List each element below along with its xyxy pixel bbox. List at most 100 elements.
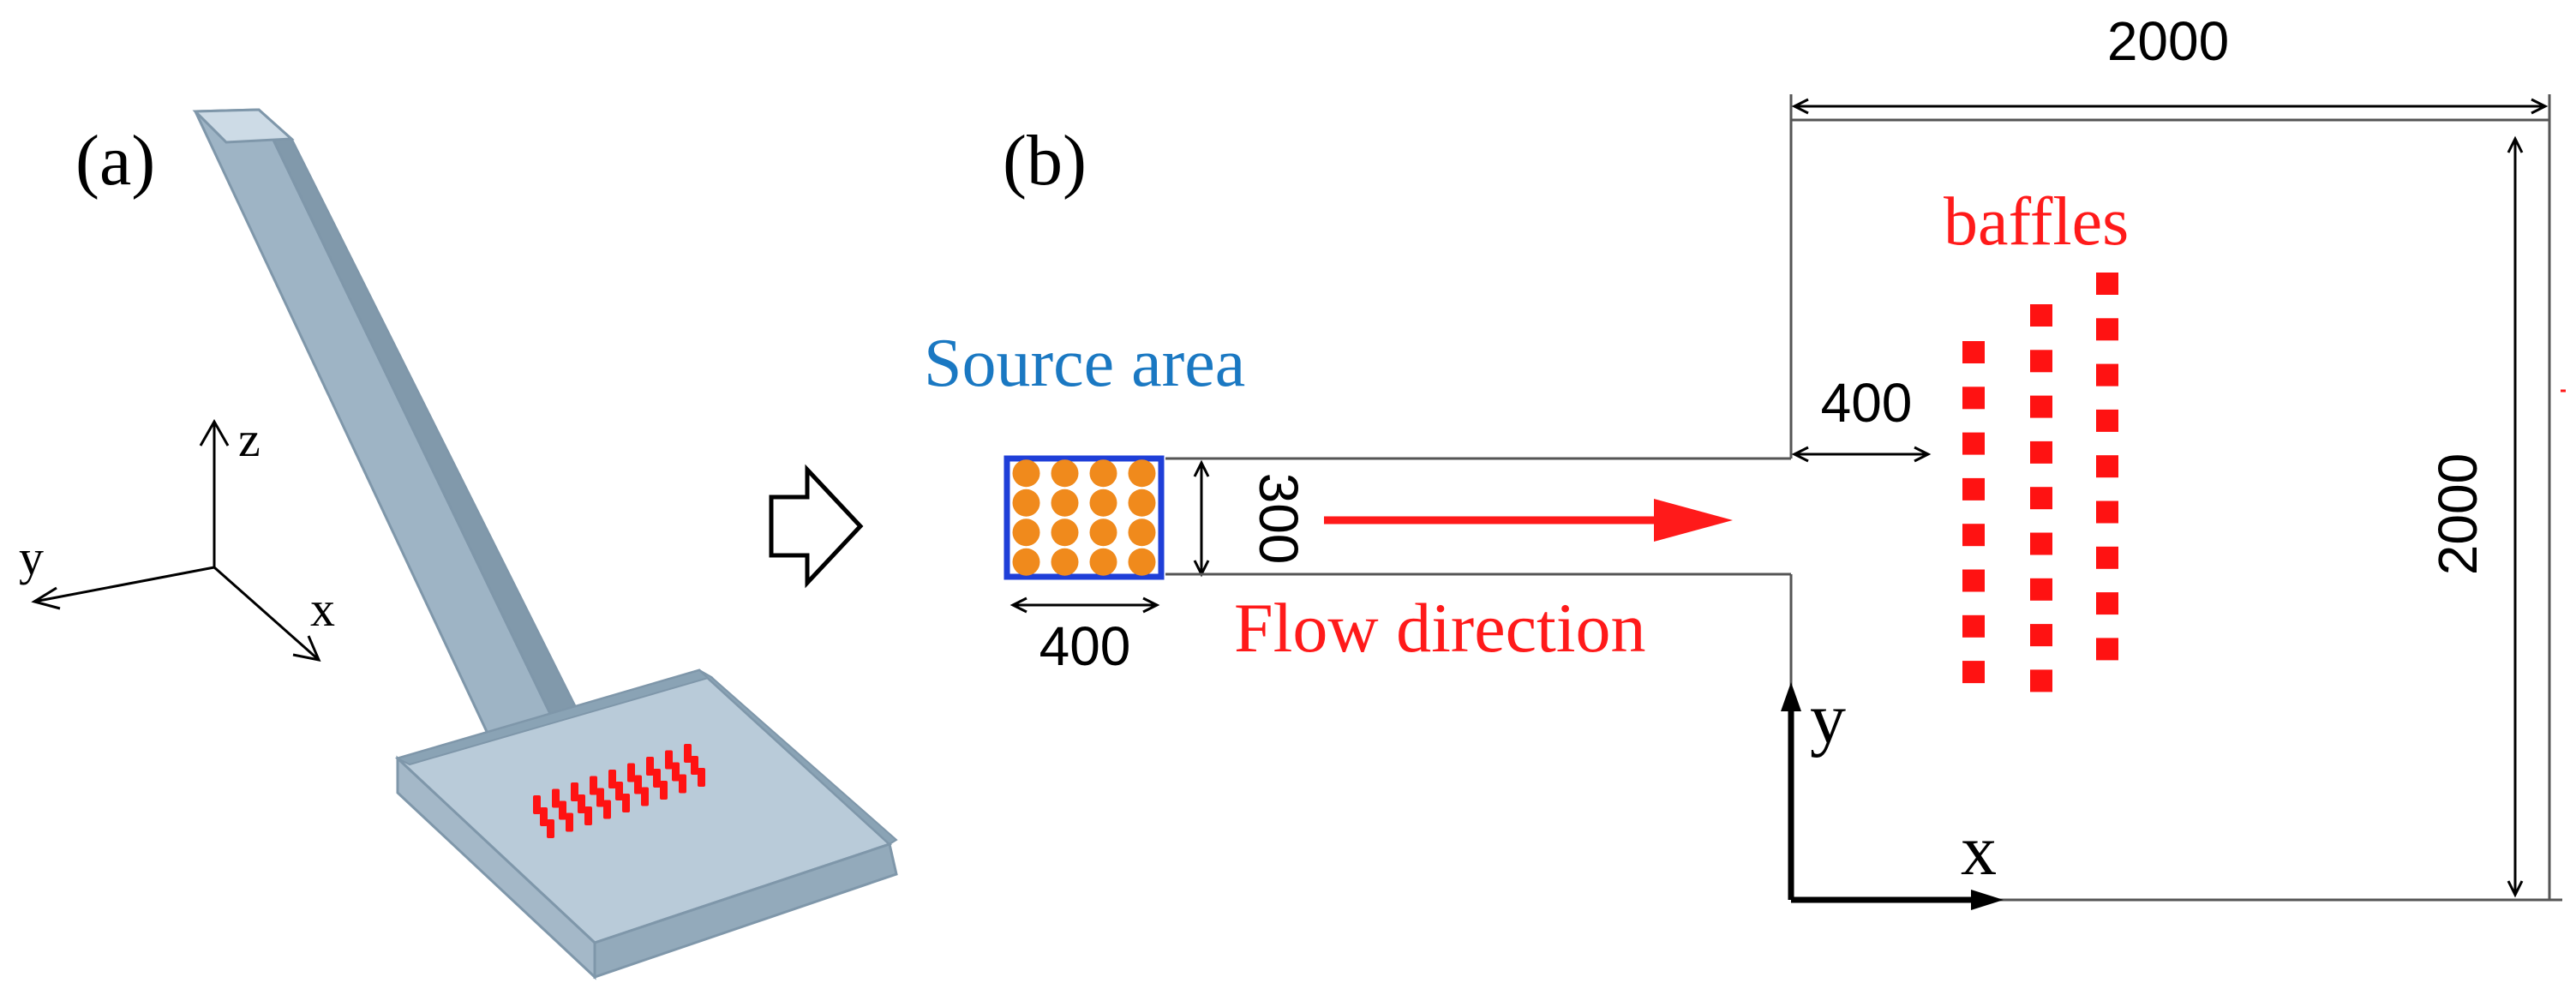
- axes-2d: [1781, 682, 2004, 910]
- source-width-dim-arrow-right: [1142, 596, 1160, 614]
- transition-arrow-icon: [769, 464, 864, 589]
- baffle-3d: [665, 750, 673, 770]
- domain-width-dimension: [1791, 98, 2549, 115]
- baffles-label: baffles: [1944, 184, 2129, 260]
- baffle-3d: [684, 744, 692, 763]
- baffle-3d: [533, 795, 541, 814]
- axis-3d-z-label: z: [238, 411, 261, 467]
- inlet-offset-dim-arrow-left: [1791, 446, 1809, 463]
- baffle: [1962, 524, 1985, 547]
- source-dot: [1089, 459, 1117, 488]
- baffle-3d: [578, 794, 585, 813]
- domain-height-dim-arrow-top: [2507, 135, 2524, 153]
- flume-top-opening: [192, 108, 295, 144]
- source-dot: [1128, 459, 1156, 488]
- source-area-title: Source area: [924, 326, 1245, 401]
- inlet-offset-dimension: [1791, 446, 1932, 463]
- baffles-3d: [533, 744, 705, 838]
- axis-3d-x-line: [213, 566, 320, 662]
- baffle: [1962, 432, 1985, 455]
- source-width-dim-arrow-left: [1009, 596, 1027, 614]
- source-dot: [1012, 518, 1040, 547]
- basin-right-wall: [698, 669, 898, 846]
- domain-width-label: 2000: [2107, 10, 2229, 72]
- domain-width-dim-arrow-left: [1791, 98, 1809, 115]
- baffle-3d: [603, 800, 611, 819]
- axis-3d-x-label: x: [310, 581, 335, 637]
- baffle: [1962, 614, 1985, 638]
- axis-3d-z-arrowhead: [199, 418, 230, 447]
- baffle-3d: [596, 788, 604, 807]
- basin-front-right-wall: [593, 842, 898, 980]
- baffle: [2096, 409, 2118, 432]
- baffle-3d: [540, 807, 548, 826]
- domain-height-dim-arrow-bottom: [2507, 880, 2524, 898]
- baffle: [2030, 624, 2052, 647]
- inclined-flume: [192, 108, 594, 766]
- baffle: [2030, 578, 2052, 601]
- baffle-3d: [559, 800, 566, 820]
- baffle-3d: [634, 775, 642, 794]
- inlet-offset-label: 400: [1821, 372, 1913, 434]
- baffle-3d: [584, 806, 592, 825]
- baffle-3d: [691, 756, 698, 775]
- baffle: [2096, 546, 2118, 569]
- baffle: [1962, 387, 1985, 410]
- baffle: [2096, 273, 2118, 295]
- baffle: [2030, 350, 2052, 373]
- axes-3d: [31, 418, 321, 662]
- source-dimension-lines: [1009, 459, 1210, 614]
- panel-b-label: (b): [1003, 121, 1087, 201]
- baffle-3d: [627, 763, 635, 782]
- baffle: [1962, 661, 1985, 684]
- baffle-3d: [566, 812, 573, 832]
- baffle: [2096, 363, 2118, 387]
- basin: [395, 668, 898, 980]
- source-height-label: 300: [1248, 473, 1309, 565]
- source-dot: [1051, 489, 1079, 517]
- baffle: [1962, 569, 1985, 592]
- axis-2d-y-label: y: [1810, 679, 1846, 758]
- baffle: [2096, 638, 2118, 661]
- source-width-label: 400: [1039, 615, 1131, 677]
- axis-2d-x-arrowhead: [1971, 890, 2004, 910]
- domain-height-dimension: [2507, 135, 2524, 898]
- channel-walls: [1165, 457, 1791, 576]
- source-dot: [1128, 489, 1156, 517]
- baffle-3d: [552, 788, 560, 808]
- source-dot: [1128, 548, 1156, 576]
- source-height-dim-arrow-top: [1193, 459, 1210, 477]
- source-area-grid: [1012, 459, 1156, 576]
- baffle-3d: [653, 769, 661, 788]
- baffle: [2096, 318, 2118, 341]
- baffle: [1962, 341, 1985, 363]
- source-dot: [1089, 518, 1117, 547]
- baffle: [2030, 669, 2052, 692]
- baffle: [2030, 395, 2052, 418]
- flow-arrow-head: [1654, 499, 1733, 542]
- inlet-offset-dim-arrow-right: [1914, 446, 1932, 463]
- source-dot: [1012, 489, 1040, 517]
- baffle: [2096, 592, 2118, 615]
- baffle: [2030, 304, 2052, 327]
- source-dot: [1012, 459, 1040, 488]
- source-dot: [1051, 459, 1079, 488]
- baffle-3d: [679, 774, 686, 794]
- domain-height-label: 2000: [2427, 453, 2489, 575]
- flow-arrow: [1324, 499, 1733, 542]
- domain-width-dim-arrow-right: [2531, 98, 2549, 115]
- flow-direction-label: Flow direction: [1234, 589, 1646, 667]
- axis-3d-x-arrowhead: [292, 635, 321, 662]
- baffle: [2096, 455, 2118, 478]
- baffle-3d: [660, 781, 668, 800]
- baffle: [1962, 477, 1985, 500]
- source-dot: [1051, 518, 1079, 547]
- axis-3d-y-arrowhead: [31, 586, 61, 610]
- axis-2d-y-arrowhead: [1781, 682, 1801, 711]
- baffles-2d: [1962, 273, 2118, 692]
- baffle: [2096, 500, 2118, 524]
- baffle-3d: [615, 782, 623, 800]
- baffle-3d: [622, 794, 630, 812]
- baffle-3d: [641, 787, 649, 806]
- baffle: [2030, 487, 2052, 510]
